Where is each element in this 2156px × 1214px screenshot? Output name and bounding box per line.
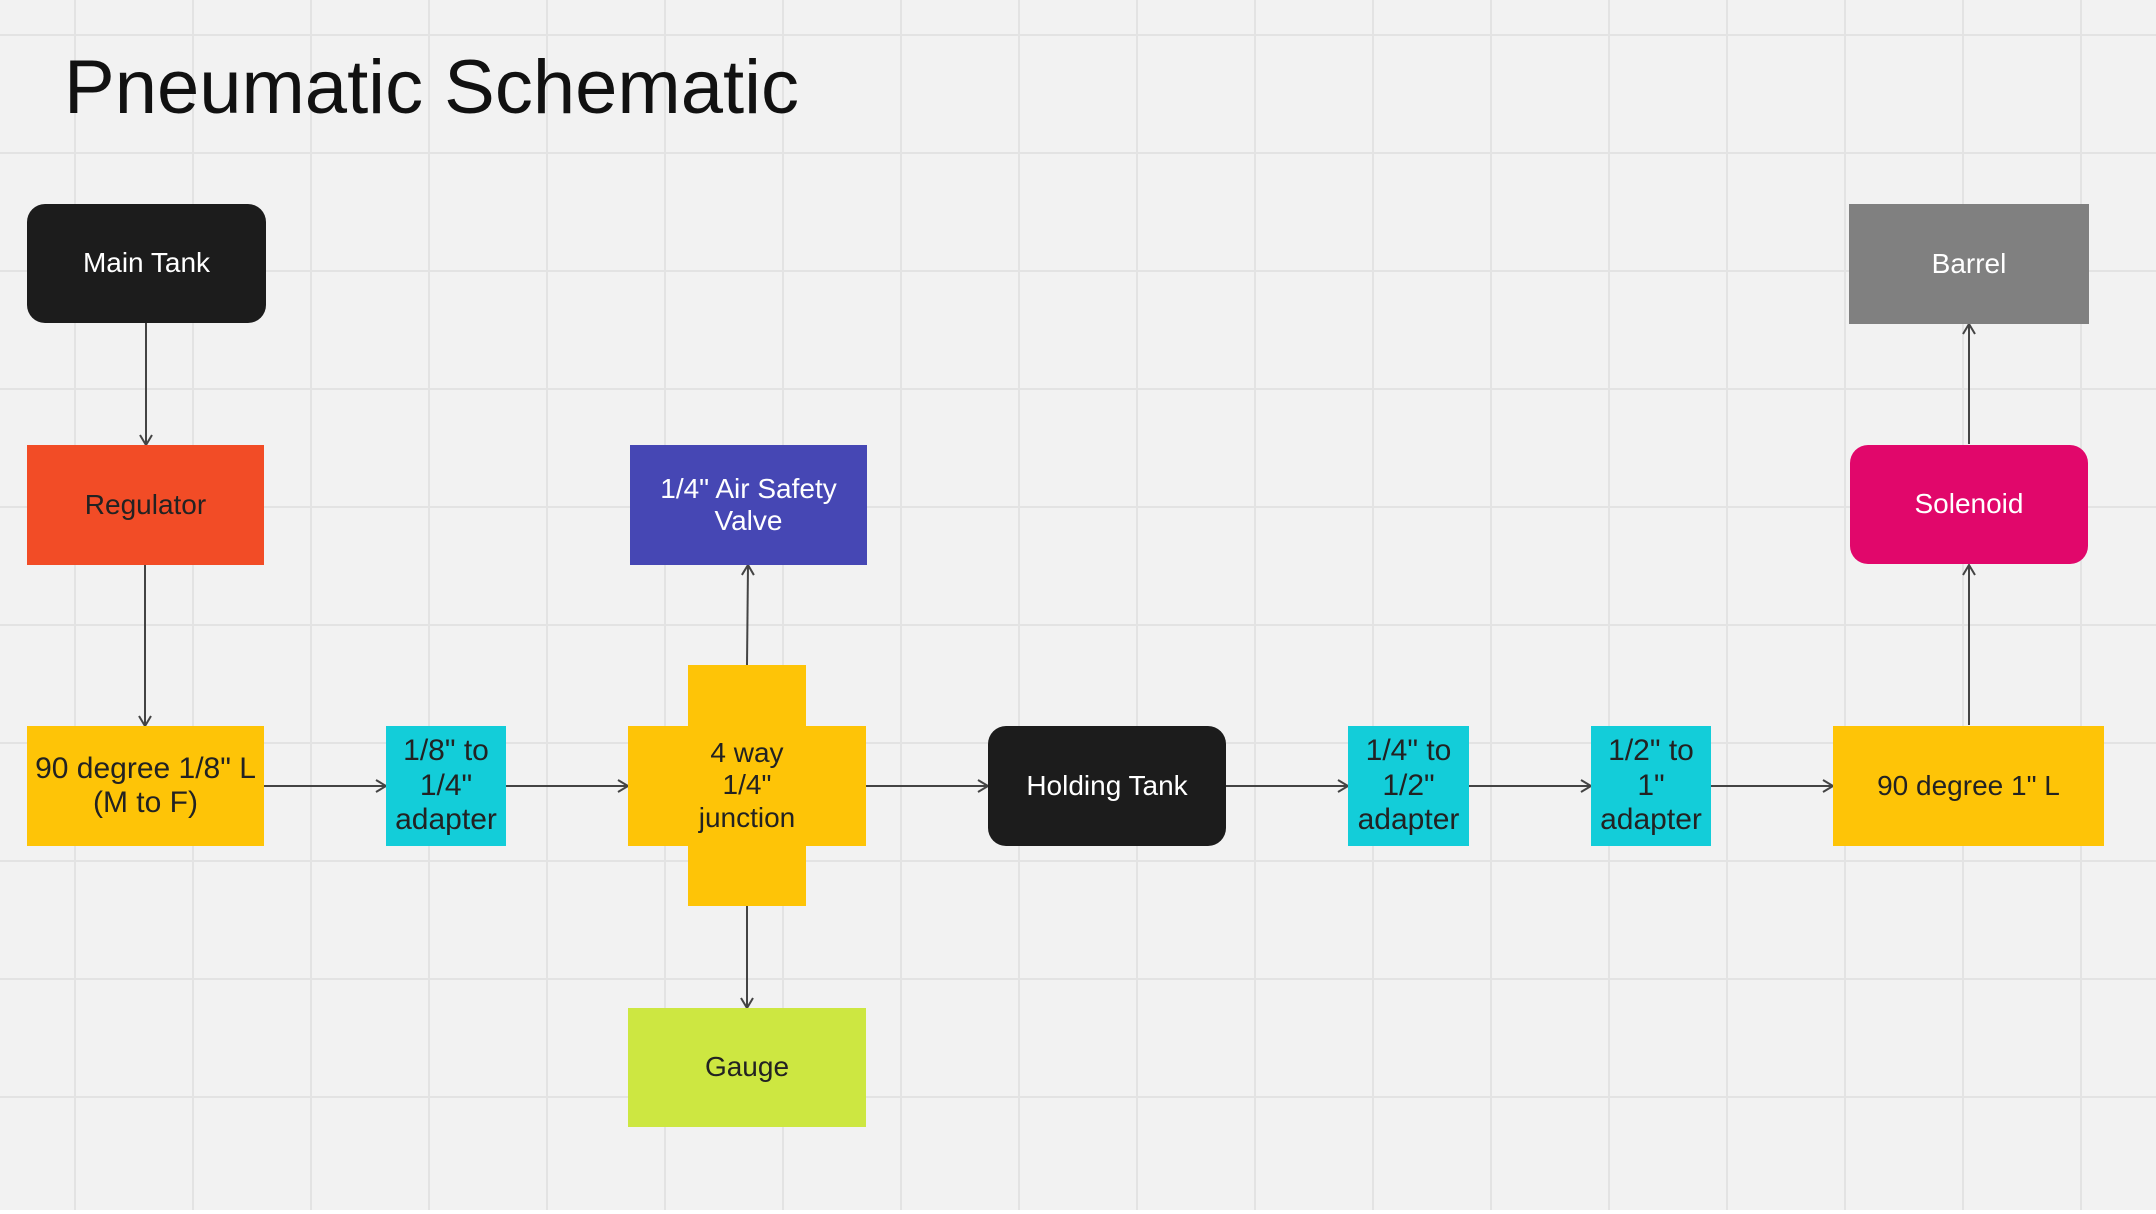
node-air-safety-valve[interactable]: 1/4" Air Safety Valve [630,445,867,565]
junction-label: 4 way 1/4" junction [698,737,796,833]
node-four-way-junction[interactable]: 4 way 1/4" junction [628,665,866,906]
node-main-tank[interactable]: Main Tank [27,204,266,323]
node-adapter-eighth-to-quarter[interactable]: 1/8" to 1/4" adapter [386,726,506,846]
node-barrel[interactable]: Barrel [1849,204,2089,324]
page-title: Pneumatic Schematic [64,45,799,130]
bottom-border [0,1210,2156,1214]
node-gauge[interactable]: Gauge [628,1008,866,1127]
node-elbow-eighth-inch[interactable]: 90 degree 1/8" L (M to F) [27,726,264,846]
edge-junction-to-safety-valve [741,563,755,666]
node-solenoid[interactable]: Solenoid [1850,445,2088,564]
node-elbow-one-inch[interactable]: 90 degree 1" L [1833,726,2104,846]
node-adapter-quarter-to-half[interactable]: 1/4" to 1/2" adapter [1348,726,1469,846]
node-adapter-half-to-one[interactable]: 1/2" to 1" adapter [1591,726,1711,846]
node-regulator[interactable]: Regulator [27,445,264,565]
node-holding-tank[interactable]: Holding Tank [988,726,1226,846]
junction-horizontal-bar [628,726,866,846]
